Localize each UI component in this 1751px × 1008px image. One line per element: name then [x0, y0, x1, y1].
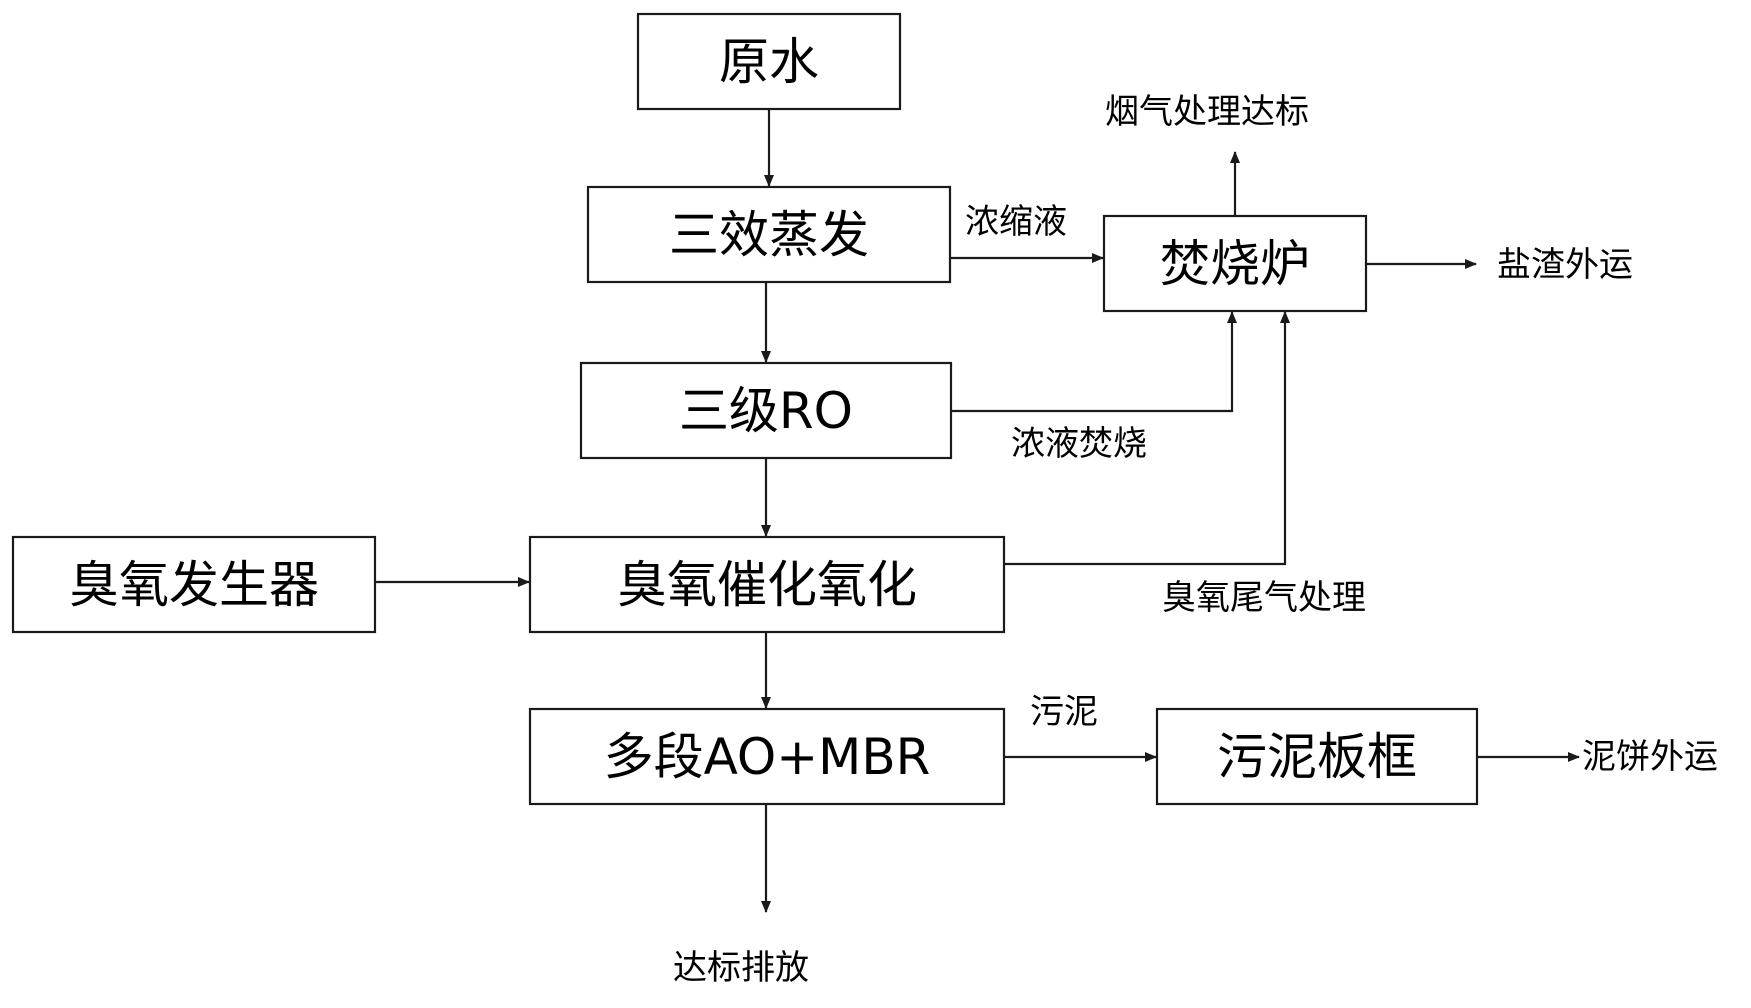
- concentrate-label: 浓缩液: [965, 202, 1067, 242]
- three-stage-ro-label: 三级RO: [679, 382, 853, 440]
- sludge-filter-press-label: 污泥板框: [1217, 728, 1417, 786]
- flue-gas-treated-label: 烟气处理达标: [1105, 92, 1309, 132]
- compliant-discharge-label: 达标排放: [673, 948, 809, 988]
- three-stage-ro-box: 三级RO: [579, 361, 953, 460]
- raw-water-box: 原水: [636, 12, 902, 111]
- ozone-tail-gas-treatment-label: 臭氧尾气处理: [1162, 578, 1366, 618]
- raw-water-label: 原水: [719, 33, 819, 91]
- incinerator-box: 焚烧炉: [1102, 214, 1368, 313]
- multistage-ao-mbr-label: 多段AO+MBR: [604, 728, 931, 786]
- sludge-cake-transport-label: 泥饼外运: [1582, 737, 1718, 777]
- concentrate-incineration-label: 浓液焚烧: [1011, 424, 1147, 464]
- arrow-ro-concentrate-to-incinerator: [951, 311, 1237, 413]
- ozone-generator-box: 臭氧发生器: [11, 535, 377, 634]
- sludge-filter-press-box: 污泥板框: [1155, 707, 1479, 806]
- salt-residue-transport-label: 盐渣外运: [1497, 245, 1633, 285]
- triple-effect-evaporation-box: 三效蒸发: [586, 185, 952, 284]
- incinerator-label: 焚烧炉: [1160, 235, 1310, 293]
- triple-effect-evaporation-label: 三效蒸发: [669, 206, 869, 264]
- multistage-ao-mbr-box: 多段AO+MBR: [528, 707, 1006, 806]
- ozone-catalytic-oxidation-box: 臭氧催化氧化: [528, 535, 1006, 634]
- sludge-label: 污泥: [1030, 692, 1098, 732]
- ozone-catalytic-oxidation-label: 臭氧催化氧化: [617, 556, 917, 614]
- arrow-ozone-tail-gas-to-incinerator: [1004, 311, 1290, 566]
- ozone-generator-label: 臭氧发生器: [69, 556, 319, 614]
